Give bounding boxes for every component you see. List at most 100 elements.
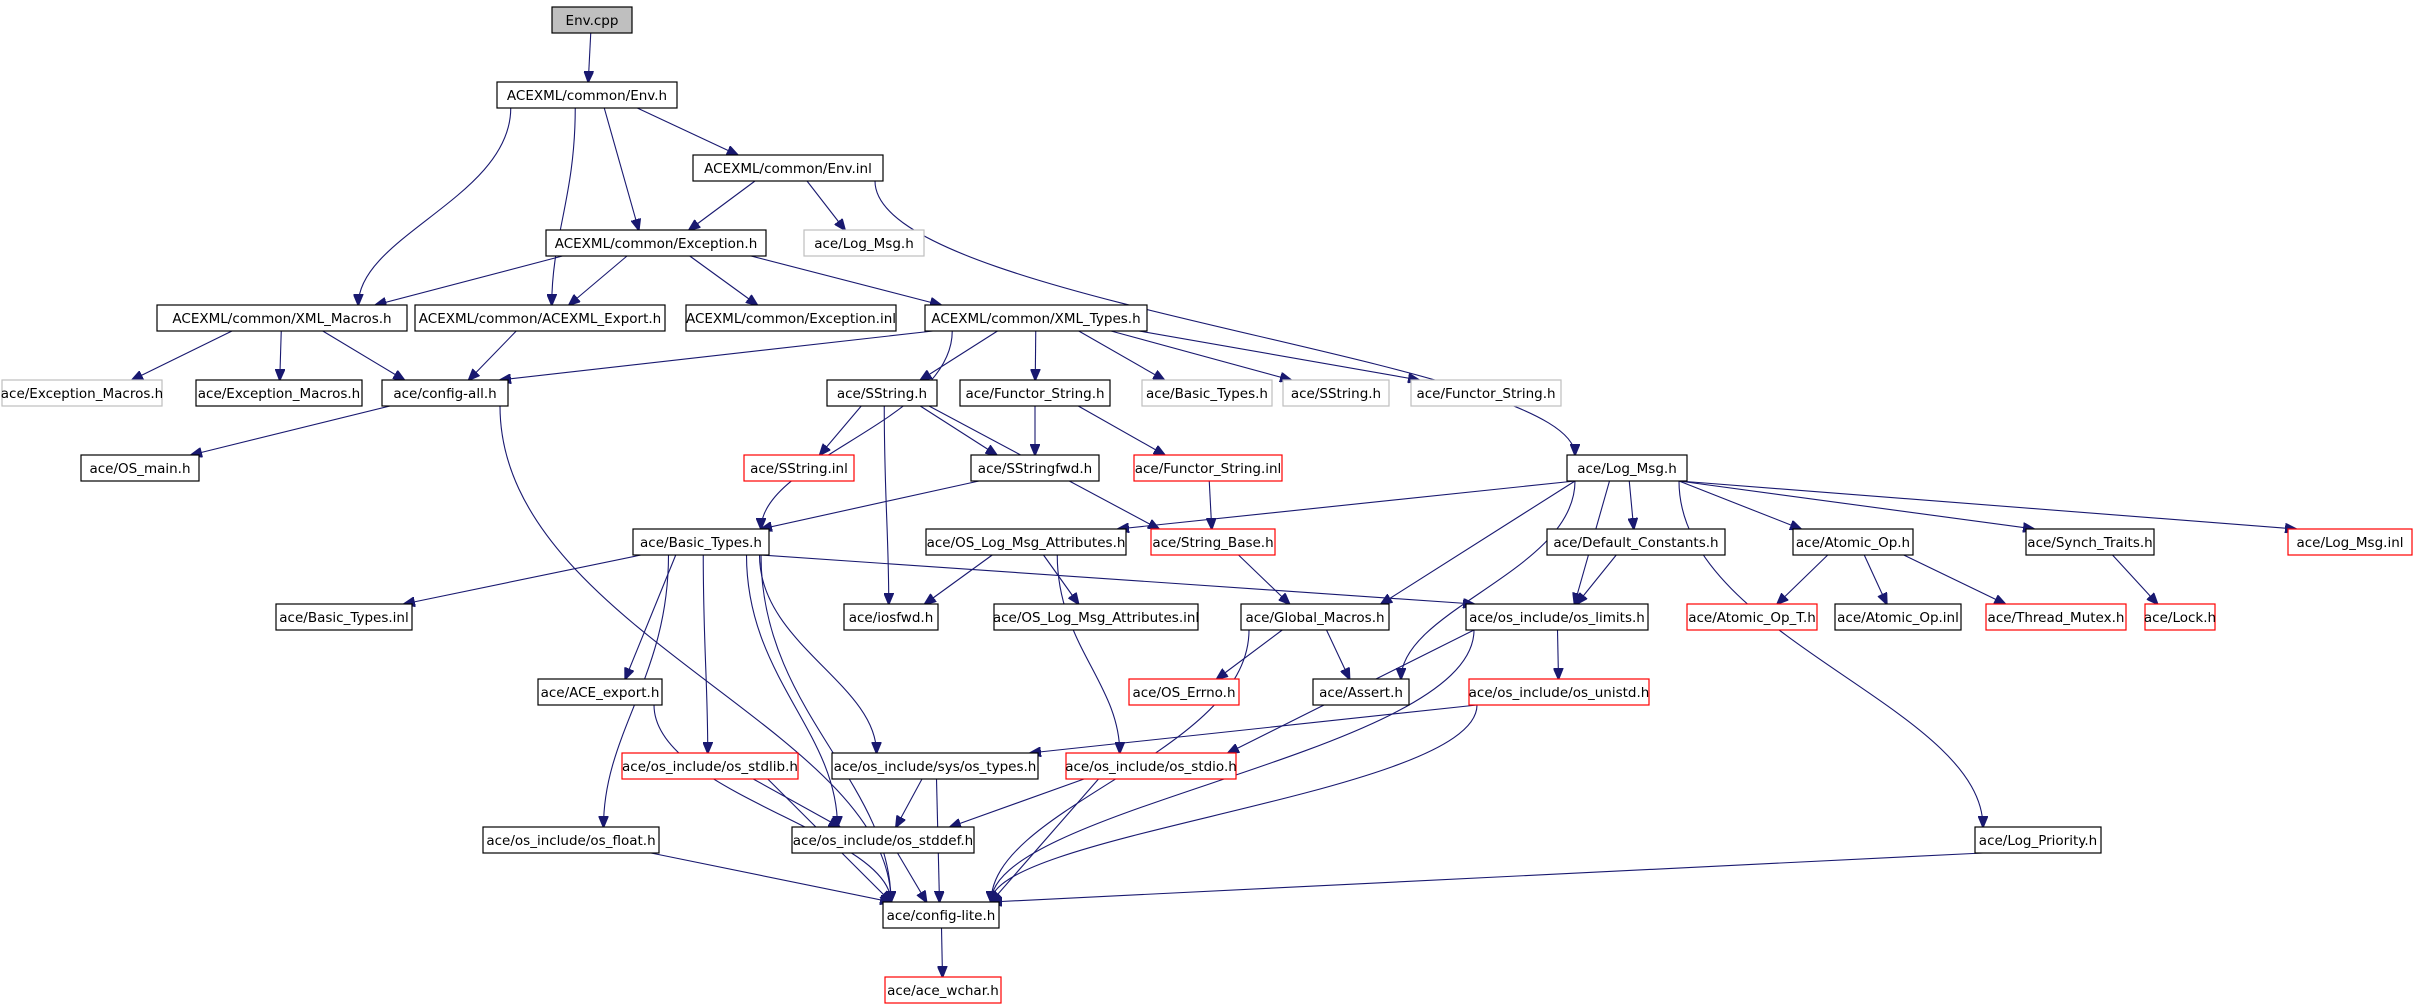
node-ace-export[interactable]: ace/ACE_export.h — [537, 678, 663, 706]
node-box[interactable] — [1133, 454, 1283, 482]
node-box[interactable] — [195, 379, 363, 407]
node-os-stdio[interactable]: ace/os_include/os_stdio.h — [1065, 752, 1237, 780]
node-box[interactable] — [1410, 379, 1562, 407]
node-os-unistd[interactable]: ace/os_include/os_unistd.h — [1468, 678, 1650, 706]
node-assert[interactable]: ace/Assert.h — [1312, 678, 1410, 706]
node-box[interactable] — [685, 304, 897, 332]
node-box[interactable] — [924, 304, 1148, 332]
node-exc-macros[interactable]: ace/Exception_Macros.h — [195, 379, 363, 407]
node-box[interactable] — [551, 6, 633, 34]
node-box[interactable] — [826, 379, 938, 407]
node-box[interactable] — [1546, 528, 1726, 556]
node-box[interactable] — [1, 379, 163, 407]
node-exc-macros-grey[interactable]: ace/Exception_Macros.h — [1, 379, 163, 407]
node-env-inl[interactable]: ACEXML/common/Env.inl — [692, 154, 884, 182]
node-sstring-grey[interactable]: ace/SString.h — [1282, 379, 1390, 407]
node-box[interactable] — [1312, 678, 1410, 706]
node-acexml-export[interactable]: ACEXML/common/ACEXML_Export.h — [414, 304, 666, 332]
node-exc-inl[interactable]: ACEXML/common/Exception.inl — [685, 304, 897, 332]
node-os-stdlib[interactable]: ace/os_include/os_stdlib.h — [621, 752, 799, 780]
node-box[interactable] — [632, 528, 770, 556]
node-synch-traits[interactable]: ace/Synch_Traits.h — [2025, 528, 2155, 556]
node-sstringfwd[interactable]: ace/SStringfwd.h — [970, 454, 1100, 482]
node-os-log-msg-attr[interactable]: ace/OS_Log_Msg_Attributes.h — [925, 528, 1127, 556]
node-log-msg[interactable]: ace/Log_Msg.h — [1566, 454, 1688, 482]
node-atomic-op-inl[interactable]: ace/Atomic_Op.inl — [1834, 603, 1962, 631]
node-functor-string-inl[interactable]: ace/Functor_String.inl — [1133, 454, 1283, 482]
node-box[interactable] — [80, 454, 200, 482]
node-box[interactable] — [496, 81, 678, 109]
node-functor-string-grey[interactable]: ace/Functor_String.h — [1410, 379, 1562, 407]
node-box[interactable] — [1240, 603, 1390, 631]
node-functor-string[interactable]: ace/Functor_String.h — [959, 379, 1111, 407]
node-thread-mutex[interactable]: ace/Thread_Mutex.h — [1985, 603, 2127, 631]
node-box[interactable] — [1128, 678, 1240, 706]
node-box[interactable] — [2287, 528, 2413, 556]
node-atomic-op-t[interactable]: ace/Atomic_Op_T.h — [1686, 603, 1818, 631]
node-box[interactable] — [2025, 528, 2155, 556]
node-lock[interactable]: ace/Lock.h — [2144, 603, 2216, 631]
node-box[interactable] — [381, 379, 509, 407]
node-box[interactable] — [275, 603, 413, 631]
node-box[interactable] — [1686, 603, 1818, 631]
node-os-main[interactable]: ace/OS_main.h — [80, 454, 200, 482]
node-basic-types-grey[interactable]: ace/Basic_Types.h — [1141, 379, 1273, 407]
node-box[interactable] — [1141, 379, 1273, 407]
node-xml-macros[interactable]: ACEXML/common/XML_Macros.h — [156, 304, 408, 332]
node-box[interactable] — [1834, 603, 1962, 631]
node-os-log-msg-attr-inl[interactable]: ace/OS_Log_Msg_Attributes.inl — [993, 603, 1199, 631]
node-sstring[interactable]: ace/SString.h — [826, 379, 938, 407]
node-env-cpp[interactable]: Env.cpp — [551, 6, 633, 34]
node-os-errno[interactable]: ace/OS_Errno.h — [1128, 678, 1240, 706]
node-exc-h[interactable]: ACEXML/common/Exception.h — [545, 229, 767, 257]
node-box[interactable] — [993, 603, 1199, 631]
node-ace-wchar[interactable]: ace/ace_wchar.h — [884, 976, 1002, 1004]
node-box[interactable] — [482, 826, 660, 854]
node-box[interactable] — [621, 752, 799, 780]
node-atomic-op[interactable]: ace/Atomic_Op.h — [1792, 528, 1914, 556]
node-box[interactable] — [537, 678, 663, 706]
node-sstring-inl[interactable]: ace/SString.inl — [743, 454, 855, 482]
node-box[interactable] — [884, 976, 1002, 1004]
node-box[interactable] — [1566, 454, 1688, 482]
node-logmsg-grey[interactable]: ace/Log_Msg.h — [803, 229, 925, 257]
node-os-stddef[interactable]: ace/os_include/os_stddef.h — [791, 826, 975, 854]
node-box[interactable] — [791, 826, 975, 854]
node-box[interactable] — [803, 229, 925, 257]
node-box[interactable] — [959, 379, 1111, 407]
node-config-lite[interactable]: ace/config-lite.h — [882, 901, 1000, 929]
node-basic-types[interactable]: ace/Basic_Types.h — [632, 528, 770, 556]
node-sys-os-types[interactable]: ace/os_include/sys/os_types.h — [831, 752, 1039, 780]
node-default-constants[interactable]: ace/Default_Constants.h — [1546, 528, 1726, 556]
node-config-all[interactable]: ace/config-all.h — [381, 379, 509, 407]
node-box[interactable] — [1792, 528, 1914, 556]
node-log-priority[interactable]: ace/Log_Priority.h — [1974, 826, 2102, 854]
node-string-base[interactable]: ace/String_Base.h — [1150, 528, 1276, 556]
node-box[interactable] — [743, 454, 855, 482]
node-box[interactable] — [1985, 603, 2127, 631]
node-box[interactable] — [843, 603, 939, 631]
node-box[interactable] — [1065, 752, 1237, 780]
node-box[interactable] — [1282, 379, 1390, 407]
node-box[interactable] — [882, 901, 1000, 929]
node-box[interactable] — [1974, 826, 2102, 854]
node-box[interactable] — [1465, 603, 1649, 631]
node-box[interactable] — [2144, 603, 2216, 631]
node-box[interactable] — [831, 752, 1039, 780]
node-os-limits[interactable]: ace/os_include/os_limits.h — [1465, 603, 1649, 631]
node-box[interactable] — [1150, 528, 1276, 556]
node-box[interactable] — [1468, 678, 1650, 706]
node-box[interactable] — [545, 229, 767, 257]
node-os-float[interactable]: ace/os_include/os_float.h — [482, 826, 660, 854]
node-log-msg-inl[interactable]: ace/Log_Msg.inl — [2287, 528, 2413, 556]
node-env-h[interactable]: ACEXML/common/Env.h — [496, 81, 678, 109]
node-box[interactable] — [970, 454, 1100, 482]
node-box[interactable] — [925, 528, 1127, 556]
node-iosfwd[interactable]: ace/iosfwd.h — [843, 603, 939, 631]
node-xml-types[interactable]: ACEXML/common/XML_Types.h — [924, 304, 1148, 332]
node-basic-types-inl[interactable]: ace/Basic_Types.inl — [275, 603, 413, 631]
node-box[interactable] — [414, 304, 666, 332]
node-global-macros[interactable]: ace/Global_Macros.h — [1240, 603, 1390, 631]
node-box[interactable] — [156, 304, 408, 332]
node-box[interactable] — [692, 154, 884, 182]
